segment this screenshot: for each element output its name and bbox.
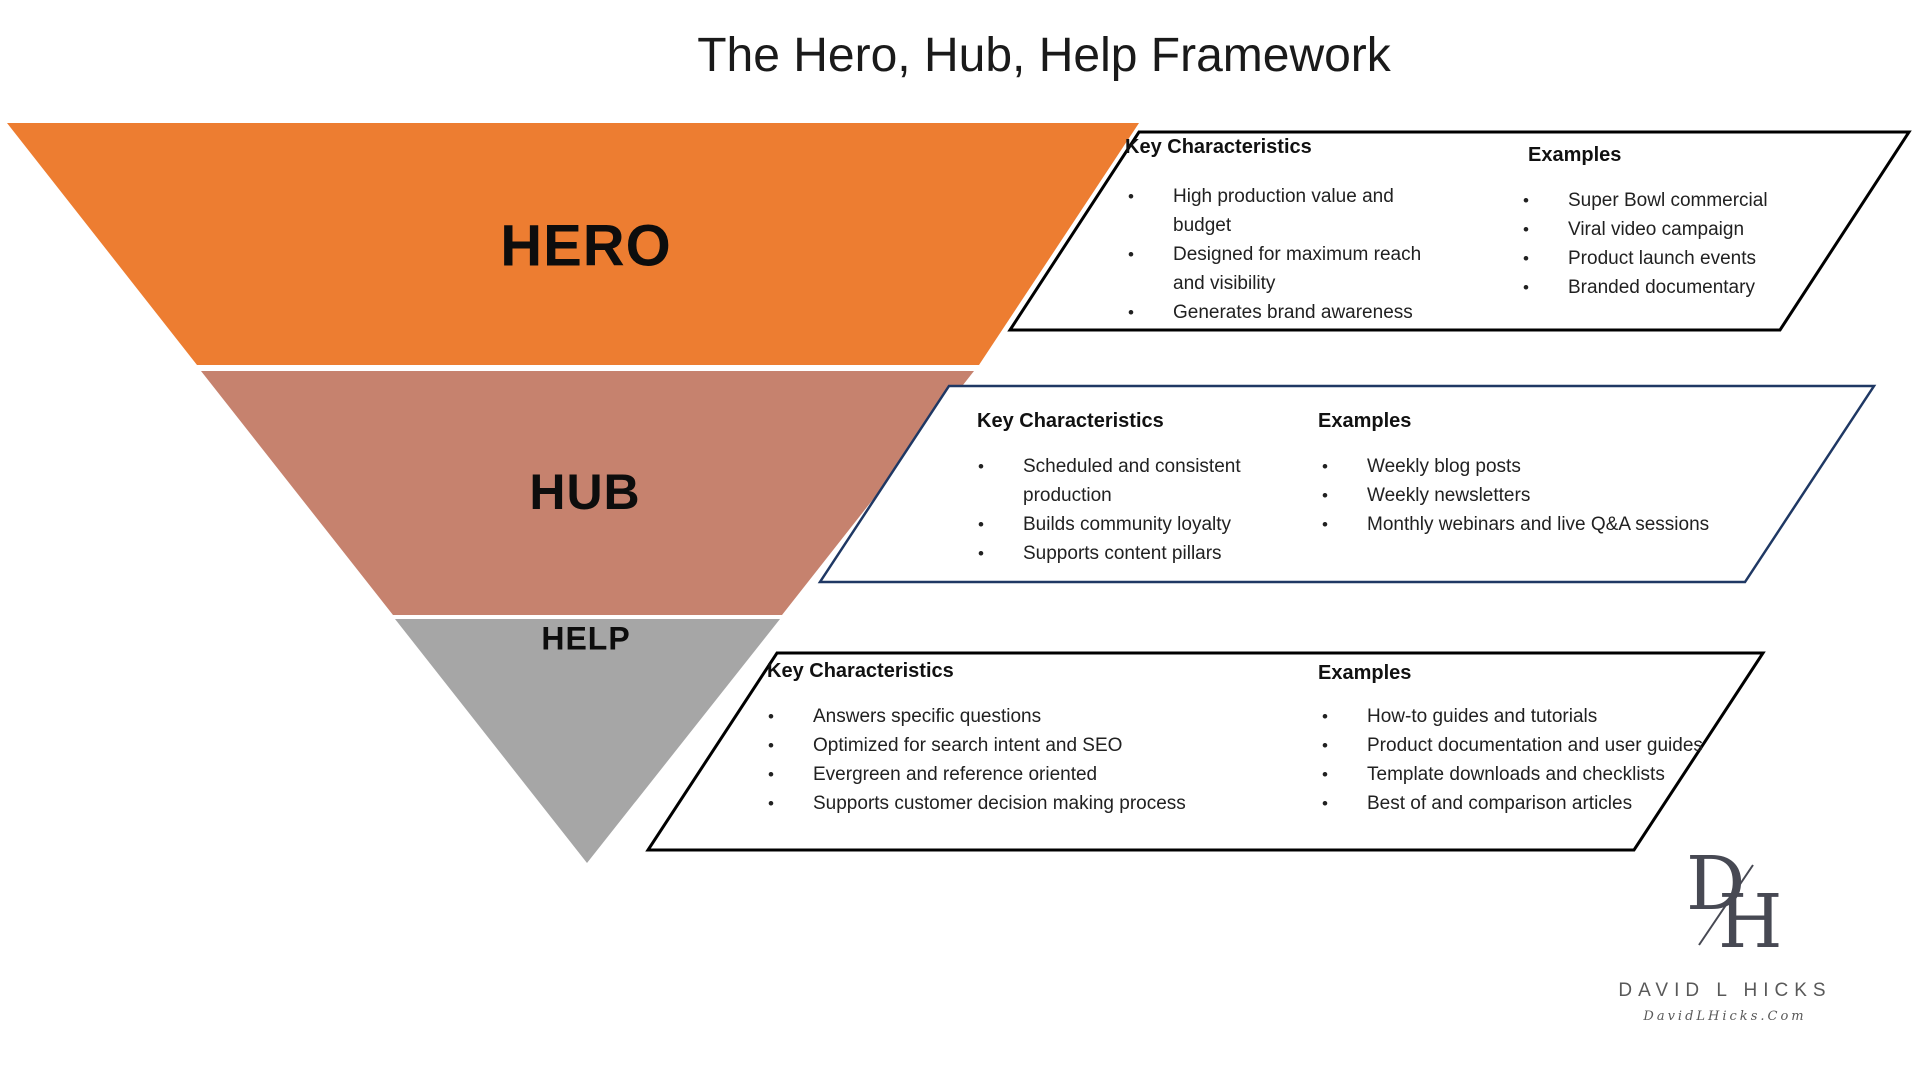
bullet-icon: •	[1322, 515, 1328, 534]
list-item: • Builds community loyalty	[978, 510, 1278, 539]
bullet-icon: •	[1523, 278, 1529, 297]
list-item: • Template downloads and checklists	[1322, 760, 1827, 789]
bullet-icon: •	[1322, 707, 1328, 726]
funnel-tier-hub-shape	[201, 371, 974, 615]
hero-key-characteristics-heading: Key Characteristics	[1125, 136, 1312, 158]
tier-label-hub: HUB	[529, 464, 641, 520]
bullet-icon: •	[978, 457, 984, 476]
hub-examples-heading: Examples	[1318, 410, 1412, 432]
hub-key-characteristics-heading: Key Characteristics	[977, 410, 1164, 432]
list-item: • Weekly newsletters	[1322, 481, 1807, 510]
brand-website: DavidLHicks.Com	[1643, 1009, 1807, 1024]
bullet-icon: •	[1322, 765, 1328, 784]
bullet-icon: •	[1322, 457, 1328, 476]
help-examples-list: • How-to guides and tutorials • Product …	[1322, 702, 1827, 818]
list-item: • Evergreen and reference oriented	[768, 760, 1243, 789]
list-item: • Weekly blog posts	[1322, 452, 1807, 481]
help-key-characteristics-heading: Key Characteristics	[767, 660, 954, 682]
tier-label-help: HELP	[541, 620, 631, 657]
list-item: • Product documentation and user guides	[1322, 731, 1827, 760]
list-item: • How-to guides and tutorials	[1322, 702, 1827, 731]
list-item: • Super Bowl commercial	[1523, 186, 1858, 215]
list-item: • Viral video campaign	[1523, 215, 1858, 244]
help-examples-heading: Examples	[1318, 662, 1412, 684]
list-item: • Scheduled and consistent production	[978, 452, 1278, 510]
monogram-letter-h: H	[1718, 879, 1783, 960]
list-item: • Branded documentary	[1523, 273, 1858, 302]
help-panel-shape	[645, 651, 1766, 852]
list-item: • Product launch events	[1523, 244, 1858, 273]
bullet-icon: •	[768, 707, 774, 726]
bullet-icon: •	[1128, 303, 1134, 322]
bullet-icon: •	[1322, 736, 1328, 755]
monogram-slash	[1698, 864, 1754, 946]
monogram-letter-d: D	[1686, 845, 1745, 927]
brand-monogram-logo: D H	[1686, 845, 1783, 960]
hero-key-characteristics-list: • High production value and budget • Des…	[1128, 182, 1428, 327]
hero-examples-heading: Examples	[1528, 144, 1622, 166]
list-item: • High production value and budget	[1128, 182, 1428, 240]
bullet-icon: •	[1523, 249, 1529, 268]
bullet-icon: •	[1128, 187, 1134, 206]
bullet-icon: •	[1322, 794, 1328, 813]
bullet-icon: •	[1128, 245, 1134, 264]
hub-examples-list: • Weekly blog posts • Weekly newsletters…	[1322, 452, 1807, 539]
funnel-tier-help-shape	[395, 619, 780, 863]
bullet-icon: •	[1322, 486, 1328, 505]
bullet-icon: •	[1523, 191, 1529, 210]
list-item: • Designed for maximum reach and visibil…	[1128, 240, 1428, 298]
bullet-icon: •	[978, 544, 984, 563]
list-item: • Best of and comparison articles	[1322, 789, 1827, 818]
bullet-icon: •	[768, 765, 774, 784]
hero-panel-shape	[1007, 130, 1912, 332]
bullet-icon: •	[978, 515, 984, 534]
page-title: The Hero, Hub, Help Framework	[697, 29, 1391, 82]
hub-panel-shape	[817, 384, 1877, 584]
tier-label-hero: HERO	[500, 213, 672, 279]
list-item: • Supports content pillars	[978, 539, 1278, 568]
hub-key-characteristics-list: • Scheduled and consistent production • …	[978, 452, 1278, 568]
list-item: • Optimized for search intent and SEO	[768, 731, 1243, 760]
bullet-icon: •	[768, 794, 774, 813]
list-item: • Monthly webinars and live Q&A sessions	[1322, 510, 1807, 539]
bullet-icon: •	[1523, 220, 1529, 239]
list-item: • Generates brand awareness	[1128, 298, 1428, 327]
brand-name: DAVID L HICKS	[1618, 980, 1832, 1001]
funnel-tier-hero-shape	[7, 123, 1139, 365]
list-item: • Answers specific questions	[768, 702, 1243, 731]
help-key-characteristics-list: • Answers specific questions • Optimized…	[768, 702, 1243, 818]
bullet-icon: •	[768, 736, 774, 755]
list-item: • Supports customer decision making proc…	[768, 789, 1243, 818]
hero-examples-list: • Super Bowl commercial • Viral video ca…	[1523, 186, 1858, 302]
